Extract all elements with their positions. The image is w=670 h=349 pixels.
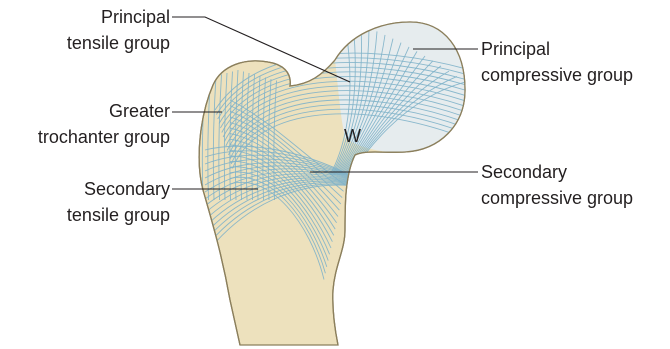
svg-text:compressive group: compressive group	[481, 188, 633, 208]
svg-text:Principal: Principal	[101, 7, 170, 27]
label-greater-trochanter-group: Greater trochanter group	[38, 101, 222, 147]
svg-text:Secondary: Secondary	[84, 179, 170, 199]
svg-text:trochanter group: trochanter group	[38, 127, 170, 147]
svg-text:tensile group: tensile group	[67, 205, 170, 225]
ward-triangle-label: W	[344, 126, 361, 146]
label-principal-tensile-group: Principal tensile group	[67, 7, 350, 82]
svg-text:Secondary: Secondary	[481, 162, 567, 182]
svg-text:compressive group: compressive group	[481, 65, 633, 85]
svg-text:Principal: Principal	[481, 39, 550, 59]
label-secondary-compressive-group: Secondary compressive group	[310, 162, 633, 208]
svg-text:Greater: Greater	[109, 101, 170, 121]
svg-text:tensile group: tensile group	[67, 33, 170, 53]
